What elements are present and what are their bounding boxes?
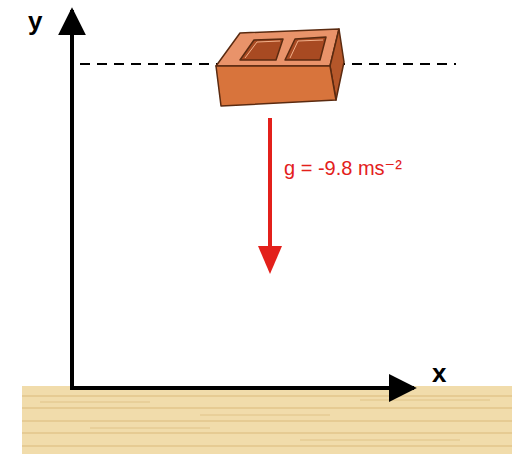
ground <box>22 386 512 454</box>
ground-grain <box>40 400 490 440</box>
label-holder: y <box>28 6 42 37</box>
brick-front <box>216 66 336 106</box>
axis-label: x <box>432 358 446 389</box>
brick-top <box>216 29 339 66</box>
ground-band <box>22 386 512 454</box>
axis-label: y <box>28 6 42 37</box>
ground-grain <box>22 396 512 446</box>
brick <box>216 29 344 106</box>
gravity-label: g = -9.8 ms⁻² <box>284 156 402 180</box>
label-holder: g = -9.8 ms⁻² <box>284 156 402 180</box>
brick-highlight <box>245 40 323 58</box>
gravity-arrow-head <box>258 246 282 274</box>
gravity-arrow-shaft <box>268 118 272 250</box>
y-axis <box>70 10 74 390</box>
label-holder: x <box>432 358 446 389</box>
gravity-arrow <box>258 118 282 274</box>
x-axis <box>70 386 414 390</box>
